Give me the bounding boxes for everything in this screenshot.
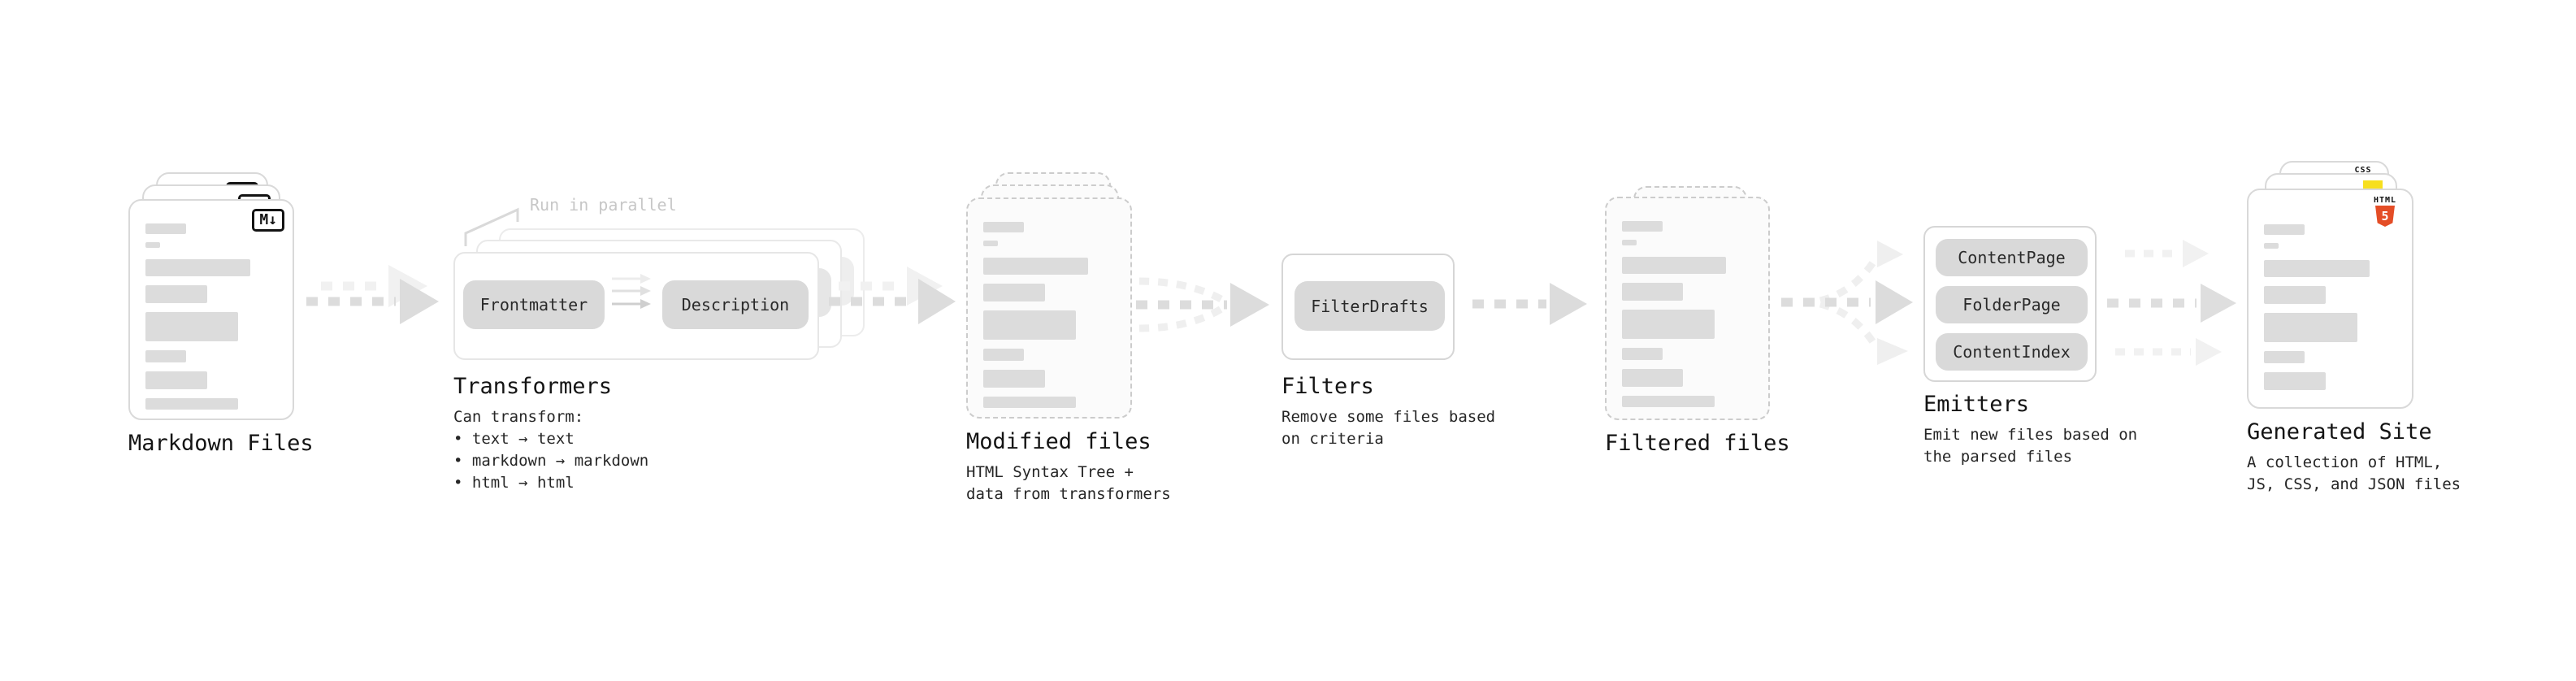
modified-files-description: HTML Syntax Tree + data from transformer… [966,463,1171,503]
text-line-placeholder [983,349,1024,361]
text-line-placeholder [1622,396,1715,407]
text-line-placeholder [1622,348,1663,360]
markdown-file-card-front: M↓ [128,199,294,420]
filter-pill-filterdrafts: FilterDrafts [1295,281,1445,331]
javascript-file-icon [2363,180,2383,191]
text-line-placeholder [145,259,250,276]
stage-title-modified-files: Modified files [966,429,1151,454]
text-line-placeholder [2264,224,2305,235]
stage-title-emitters: Emitters [1923,392,2030,417]
stage-title-transformers: Transformers [453,374,613,399]
text-line-placeholder [1622,369,1684,387]
text-line-placeholder [983,284,1045,301]
text-line-placeholder [145,398,239,410]
transformer-pill-description: Description [662,280,809,329]
modified-file-card-front [966,197,1132,419]
document-lines [145,223,276,410]
text-line-placeholder [1622,257,1726,274]
text-line-placeholder [2264,260,2370,277]
run-in-parallel-annotation: Run in parallel [530,195,677,215]
stage-title-filters: Filters [1281,374,1374,399]
arrow-filtered-to-emitters-fanout [1781,241,1913,365]
emitter-pill-contentindex: ContentIndex [1936,333,2088,371]
text-line-placeholder [2264,372,2327,390]
document-lines [1622,221,1752,407]
transformer-layer-front: Frontmatter Description [453,252,819,360]
stage-title-generated-site: Generated Site [2247,419,2432,445]
generated-site-description: A collection of HTML, JS, CSS, and JSON … [2247,453,2461,493]
arrow-markdown-to-transformers [306,265,439,324]
text-line-placeholder [145,312,239,341]
site-file-card-html: HTML 5 [2247,189,2413,409]
text-line-placeholder [1622,240,1637,245]
text-line-placeholder [145,371,207,389]
transformer-pill-frontmatter: Frontmatter [463,280,605,329]
text-line-placeholder [2264,313,2358,342]
text-line-placeholder [145,242,160,248]
arrow-filters-to-filtered [1472,283,1587,325]
text-line-placeholder [2264,351,2305,363]
text-line-placeholder [983,310,1077,340]
document-lines [2264,224,2396,390]
html5-file-icon: HTML 5 [2368,196,2402,227]
emitters-description: Emit new files based on the parsed files [1923,426,2138,466]
emitters-box: ContentPage FolderPage ContentIndex [1923,226,2097,382]
emitter-pill-folderpage: FolderPage [1936,286,2088,323]
markdown-icon: M↓ [252,209,284,232]
arrow-modified-to-filters-merge [1136,277,1269,332]
text-line-placeholder [2264,243,2279,249]
document-lines [983,222,1114,408]
text-line-placeholder [145,350,186,362]
text-line-placeholder [2264,286,2327,304]
text-line-placeholder [983,241,998,246]
stage-title-markdown-files: Markdown Files [128,431,314,456]
filtered-file-card-front [1605,197,1770,420]
filters-box: FilterDrafts [1281,254,1455,360]
filters-description: Remove some files based on criteria [1281,408,1496,448]
html5-shield-icon: 5 [2375,206,2395,227]
text-line-placeholder [983,370,1045,388]
text-line-placeholder [145,223,186,234]
text-line-placeholder [145,285,207,303]
transformers-description: Can transform: • text → text • markdown … [453,408,649,492]
text-line-placeholder [1622,221,1663,232]
text-line-placeholder [1622,283,1684,301]
emitter-pill-contentpage: ContentPage [1936,239,2088,276]
text-line-placeholder [983,222,1024,232]
arrow-emitters-to-site [2107,240,2236,366]
stage-title-filtered-files: Filtered files [1605,431,1790,456]
text-line-placeholder [983,258,1088,275]
text-line-placeholder [983,397,1077,408]
text-line-placeholder [1622,310,1715,339]
